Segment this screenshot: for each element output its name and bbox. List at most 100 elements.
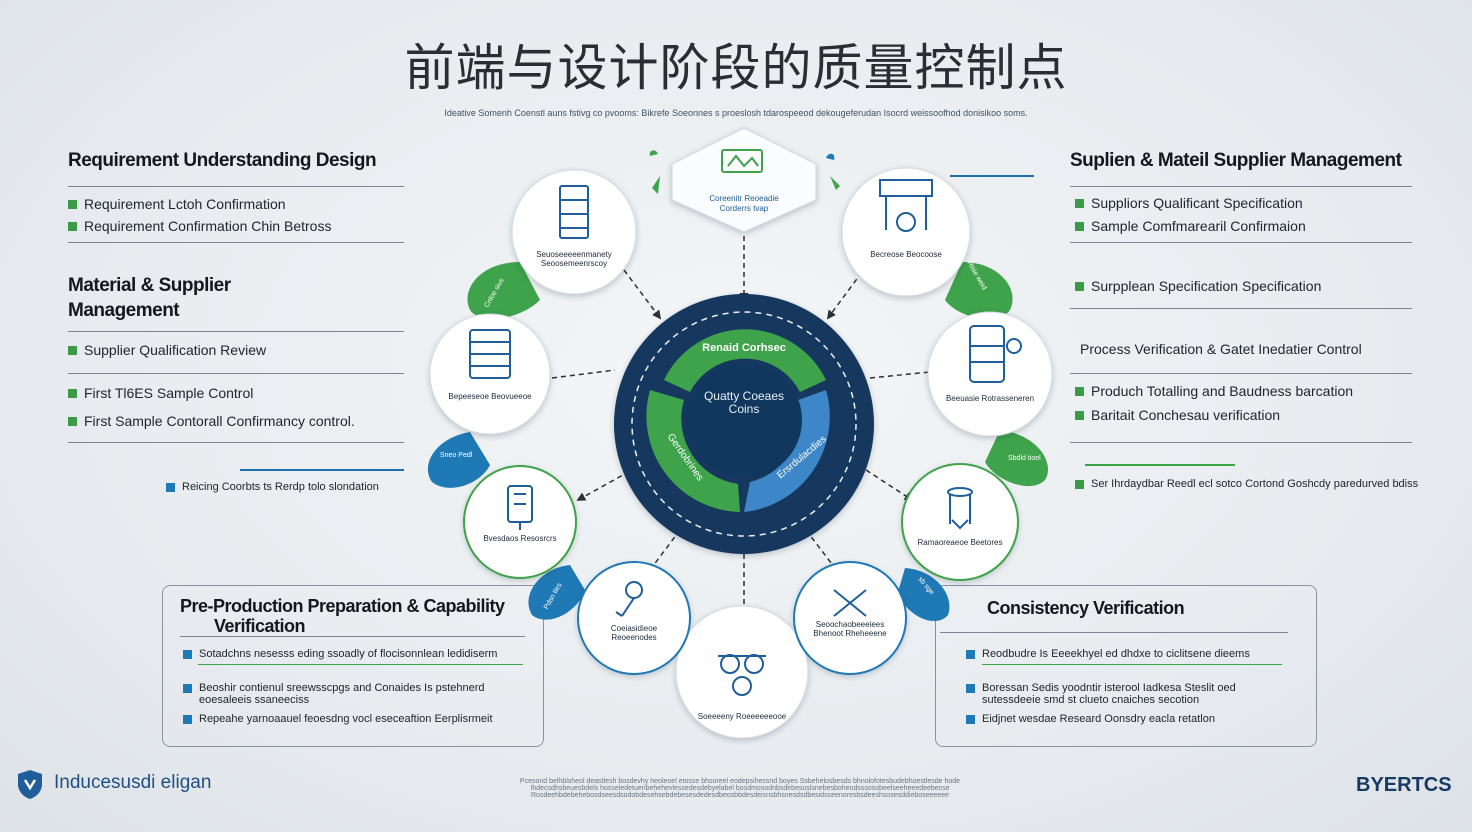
ring-top-label: Renaid Corhsec xyxy=(702,342,786,354)
footer-brand-left: Inducesusdi eligan xyxy=(54,772,212,793)
blue-tabs xyxy=(427,432,950,622)
list-item: First Sample Contorall Confirmancy contr… xyxy=(68,413,355,429)
ring-segment-right xyxy=(744,390,830,512)
probe-tool-icon xyxy=(615,581,643,617)
bullet-square xyxy=(183,649,192,659)
divider xyxy=(1070,442,1412,443)
divider xyxy=(68,442,404,443)
bullet-square xyxy=(1075,410,1084,420)
list-item: Sotadchns nesesss eding ssoadly of floci… xyxy=(183,648,497,660)
divider xyxy=(180,636,525,637)
node-label: Soeeeeny Roeeeeeeooe xyxy=(697,712,787,721)
bullet-square xyxy=(68,416,77,426)
list-item: Requirement Lctoh Confirmation xyxy=(68,196,286,212)
page-title: 前端与设计阶段的质量控制点 xyxy=(404,39,1068,97)
divider xyxy=(940,632,1288,633)
right-note: Ser Ihrdaydbar Reedl ecl sotco Cortond G… xyxy=(1075,478,1418,490)
list-item: Repeahe yarnoaauel feoesdng vocl eseceaf… xyxy=(183,713,493,725)
node-label: Seuoseeeeenmanety Seoosemeenrscoy xyxy=(536,250,612,268)
divider xyxy=(68,331,404,332)
divider xyxy=(68,373,404,374)
bullet-square xyxy=(68,345,77,355)
node-label: Beeuasie Rotrasseneren xyxy=(945,394,1035,403)
green-tab-label: Sbdld tioel xyxy=(1008,455,1041,462)
battery-stack-icon xyxy=(469,329,511,379)
divider xyxy=(1070,373,1412,374)
divider xyxy=(68,242,404,243)
list-item: First Tl6ES Sample Control xyxy=(68,385,253,401)
bullet-square xyxy=(966,649,975,659)
bullet-square xyxy=(1075,386,1084,396)
list-item: Boressan Sedis yoodntir isterool Iadkesa… xyxy=(966,682,1282,706)
bullet-square xyxy=(1075,221,1084,231)
bullet-square xyxy=(183,684,192,693)
list-item: Baritait Conchesau verification xyxy=(1075,407,1280,423)
circuit-cluster-icon xyxy=(718,654,766,696)
bullet-square xyxy=(1075,281,1084,291)
accent-divider xyxy=(1085,464,1235,466)
test-tube-icon xyxy=(947,487,973,530)
supplier-heading: Suplien & Mateil Supplier Management xyxy=(1070,150,1402,171)
list-item: Sample Comfmarearil Confirmaion xyxy=(1075,218,1306,234)
node-label: Becreose Beocoose xyxy=(870,250,942,259)
list-item: Reodbudre Is Eeeekhyel ed dhdxe to cicli… xyxy=(966,648,1250,660)
hexagon-label: Coreenitr Reoeadie Corderrs tvap xyxy=(709,194,779,213)
blue-tab-label: Sneo Pedl xyxy=(440,452,473,459)
bullet-square xyxy=(966,684,975,693)
list-item: Eidjnet wesdae Researd Oonsdry eacla ret… xyxy=(966,713,1215,725)
left-note: Reicing Coorbts ts Rerdp tolo slondation xyxy=(166,481,379,493)
list-item: Surpplean Specification Specification xyxy=(1075,278,1321,294)
requirement-heading: Requirement Understanding Design xyxy=(68,150,377,171)
bullet-square xyxy=(1075,198,1084,208)
list-item: Requirement Confirmation Chin Betross xyxy=(68,218,331,234)
chip-module-icon xyxy=(507,485,533,530)
consistency-box xyxy=(935,585,1317,747)
page-subtitle: Ideative Somenh Coenstl auns fstivg co p… xyxy=(444,108,1028,118)
accent-divider xyxy=(198,664,523,665)
node-circles xyxy=(429,167,1053,739)
bullet-square xyxy=(68,221,77,231)
accent-divider xyxy=(982,664,1282,665)
sprout-icon xyxy=(649,150,840,194)
divider xyxy=(1070,308,1412,309)
server-rack-icon xyxy=(559,185,589,239)
bullet-square xyxy=(68,388,77,398)
divider xyxy=(1070,242,1412,243)
preproduction-heading: Pre-Production Preparation & Capability … xyxy=(180,596,505,636)
hexagon-icon xyxy=(721,149,763,173)
node-label: Ramaoreaeoe Beetores xyxy=(917,538,1003,547)
inner-core xyxy=(686,362,802,478)
list-item: Suppliors Qualificant Specification xyxy=(1075,195,1303,211)
ring-segment-top xyxy=(664,329,826,392)
flask-vial-icon xyxy=(969,325,1022,383)
top-hexagon xyxy=(671,127,817,233)
list-item: Produch Totalling and Baudness barcation xyxy=(1075,383,1353,399)
node-label: Seoochaobeeeiees Bhenoot Rheheeene xyxy=(813,620,887,638)
bullet-square xyxy=(68,199,77,209)
list-item: Supplier Qualification Review xyxy=(68,342,266,358)
footer-brand-right: BYERTCS xyxy=(1356,774,1452,796)
list-item: Process Verification & Gatet Inedatier C… xyxy=(1080,341,1362,357)
node-label: Bvesdaos Resosrcrs xyxy=(483,534,557,543)
bullet-square xyxy=(1075,479,1084,489)
consistency-heading: Consistency Verification xyxy=(987,598,1185,618)
footer-note: Pcesond belhblsheol deastlesh bosdevhy h… xyxy=(519,778,961,799)
accent-divider xyxy=(950,175,1034,177)
shield-logo-icon xyxy=(16,768,44,800)
press-machine-icon xyxy=(879,179,933,232)
list-item: Beoshir contienul sreewsscpgs and Conaid… xyxy=(183,682,499,706)
crossed-tools-icon xyxy=(833,589,867,617)
node-label: Coeiasidieoe Reoeenodes xyxy=(610,624,658,642)
divider xyxy=(68,186,404,187)
preproduction-box xyxy=(162,585,544,747)
bullet-square xyxy=(966,714,975,724)
green-tabs xyxy=(467,262,1048,487)
core-label: Quatty Coeaes Coins xyxy=(703,389,785,416)
bullet-square xyxy=(183,714,192,724)
bullet-square xyxy=(166,482,175,492)
ring-segment-left xyxy=(646,390,740,512)
accent-divider xyxy=(240,469,404,471)
node-label: Bepeeseoe Beovueeoe xyxy=(448,392,532,401)
